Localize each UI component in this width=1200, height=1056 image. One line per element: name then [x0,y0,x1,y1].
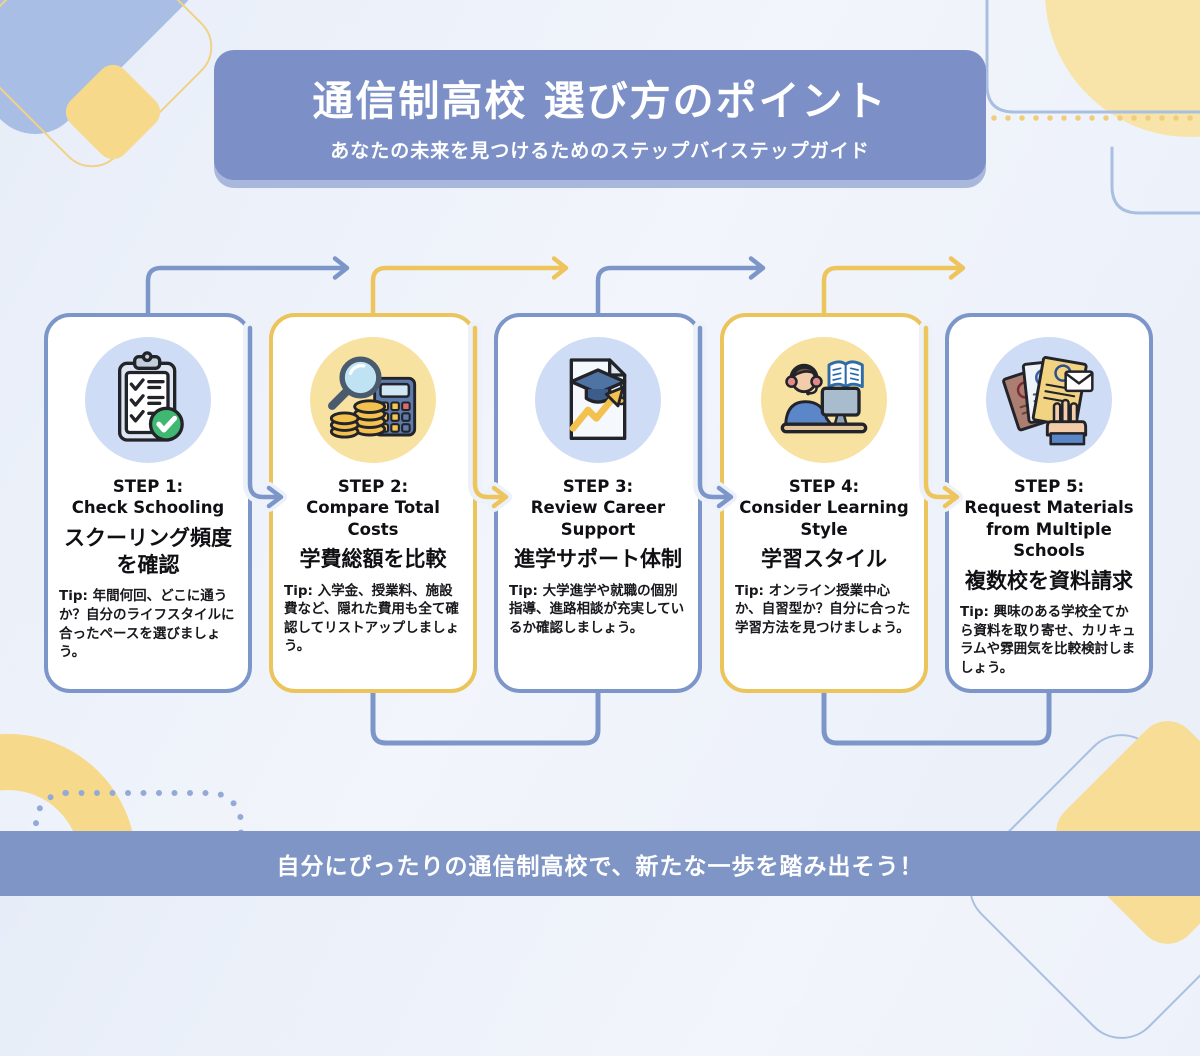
step-2-tip: Tip: 入学金、授業料、施設費など、隠れた費用も全て確認してリストアップしまし… [284,582,460,655]
step-card-3: STEP 3:Review Career Support 進学サポート体制 Ti… [494,313,702,693]
decor-circuit-line-2 [1110,146,1200,215]
step-5-jp-title: 複数校を資料請求 [965,568,1133,593]
page-title: 通信制高校 選び方のポイント [312,77,888,125]
page-subtitle: あなたの未来を見つけるためのステップバイステップガイド [330,140,870,162]
bottom-connector-2-3 [370,688,601,746]
step-2-icon-circle [310,337,436,463]
student-computer-book-icon [780,360,868,434]
bottom-connector-4-5 [821,688,1052,746]
step-1-heading: STEP 1:Check Schooling [71,477,225,518]
document-gradcap-arrow-icon [569,358,627,441]
step-1-jp-title: スクーリング頻度を確認 [64,525,232,578]
top-arrow-3-head [748,256,766,280]
footer-banner: 自分にぴったりの通信制高校で、新たな一歩を踏み出そう！ [0,831,1200,896]
top-arrow-4-head [948,256,966,280]
step-1-tip: Tip: 年間何回、どこに通うか？自分のライフスタイルに合ったペースを選びましょ… [59,588,235,661]
step-3-icon-circle [535,337,661,463]
header-banner: 通信制高校 選び方のポイント あなたの未来を見つけるためのステップバイステップガ… [214,50,986,180]
top-arrow-2-head [551,256,569,280]
step-5-tip: Tip: 興味のある学校全てから資料を取り寄せ、カリキュラムや雰囲気を比較検討し… [960,604,1136,676]
top-arrow-3 [595,265,761,318]
step-5-icon-circle [986,337,1112,463]
step-card-4: STEP 4:Consider Learning Style 学習スタイル Ti… [720,313,928,693]
top-arrow-4 [821,265,961,318]
step-card-5: STEP 5:Request Materials from Multiple S… [945,313,1153,693]
top-arrow-1 [145,265,345,318]
step-2-jp-title: 学費総額を比較 [299,547,447,572]
step-3-heading: STEP 3:Review Career Support [530,477,666,539]
step-card-1: STEP 1:Check Schooling スクーリング頻度を確認 Tip: … [44,313,252,693]
step-4-jp-title: 学習スタイル [761,547,887,572]
top-arrow-1-head [332,256,350,280]
decor-top-right-yellow-circle [1045,0,1200,137]
step-5-heading: STEP 5:Request Materials from Multiple S… [964,477,1134,561]
top-arrow-2 [370,265,564,318]
step-4-heading: STEP 4:Consider Learning Style [739,477,909,539]
step-3-tip: Tip: 大学進学や就職の個別指導、進路相談が充実しているか確認しましょう。 [509,582,685,636]
clipboard-checklist-icon [118,351,184,442]
step-4-tip: Tip: オンライン授業中心か、自習型か？自分に合った学習方法を見つけましょう。 [735,582,911,636]
footer-message: 自分にぴったりの通信制高校で、新たな一歩を踏み出そう！ [276,853,924,880]
magnifier-coins-calculator-icon [328,356,417,439]
step-4-icon-circle [761,337,887,463]
documents-hand-envelope-icon [1002,356,1094,446]
step-1-icon-circle [85,337,211,463]
step-2-heading: STEP 2:Compare Total Costs [306,477,440,539]
step-card-2: STEP 2:Compare Total Costs 学費総額を比較 Tip: … [269,313,477,693]
step-3-jp-title: 進学サポート体制 [514,547,682,572]
